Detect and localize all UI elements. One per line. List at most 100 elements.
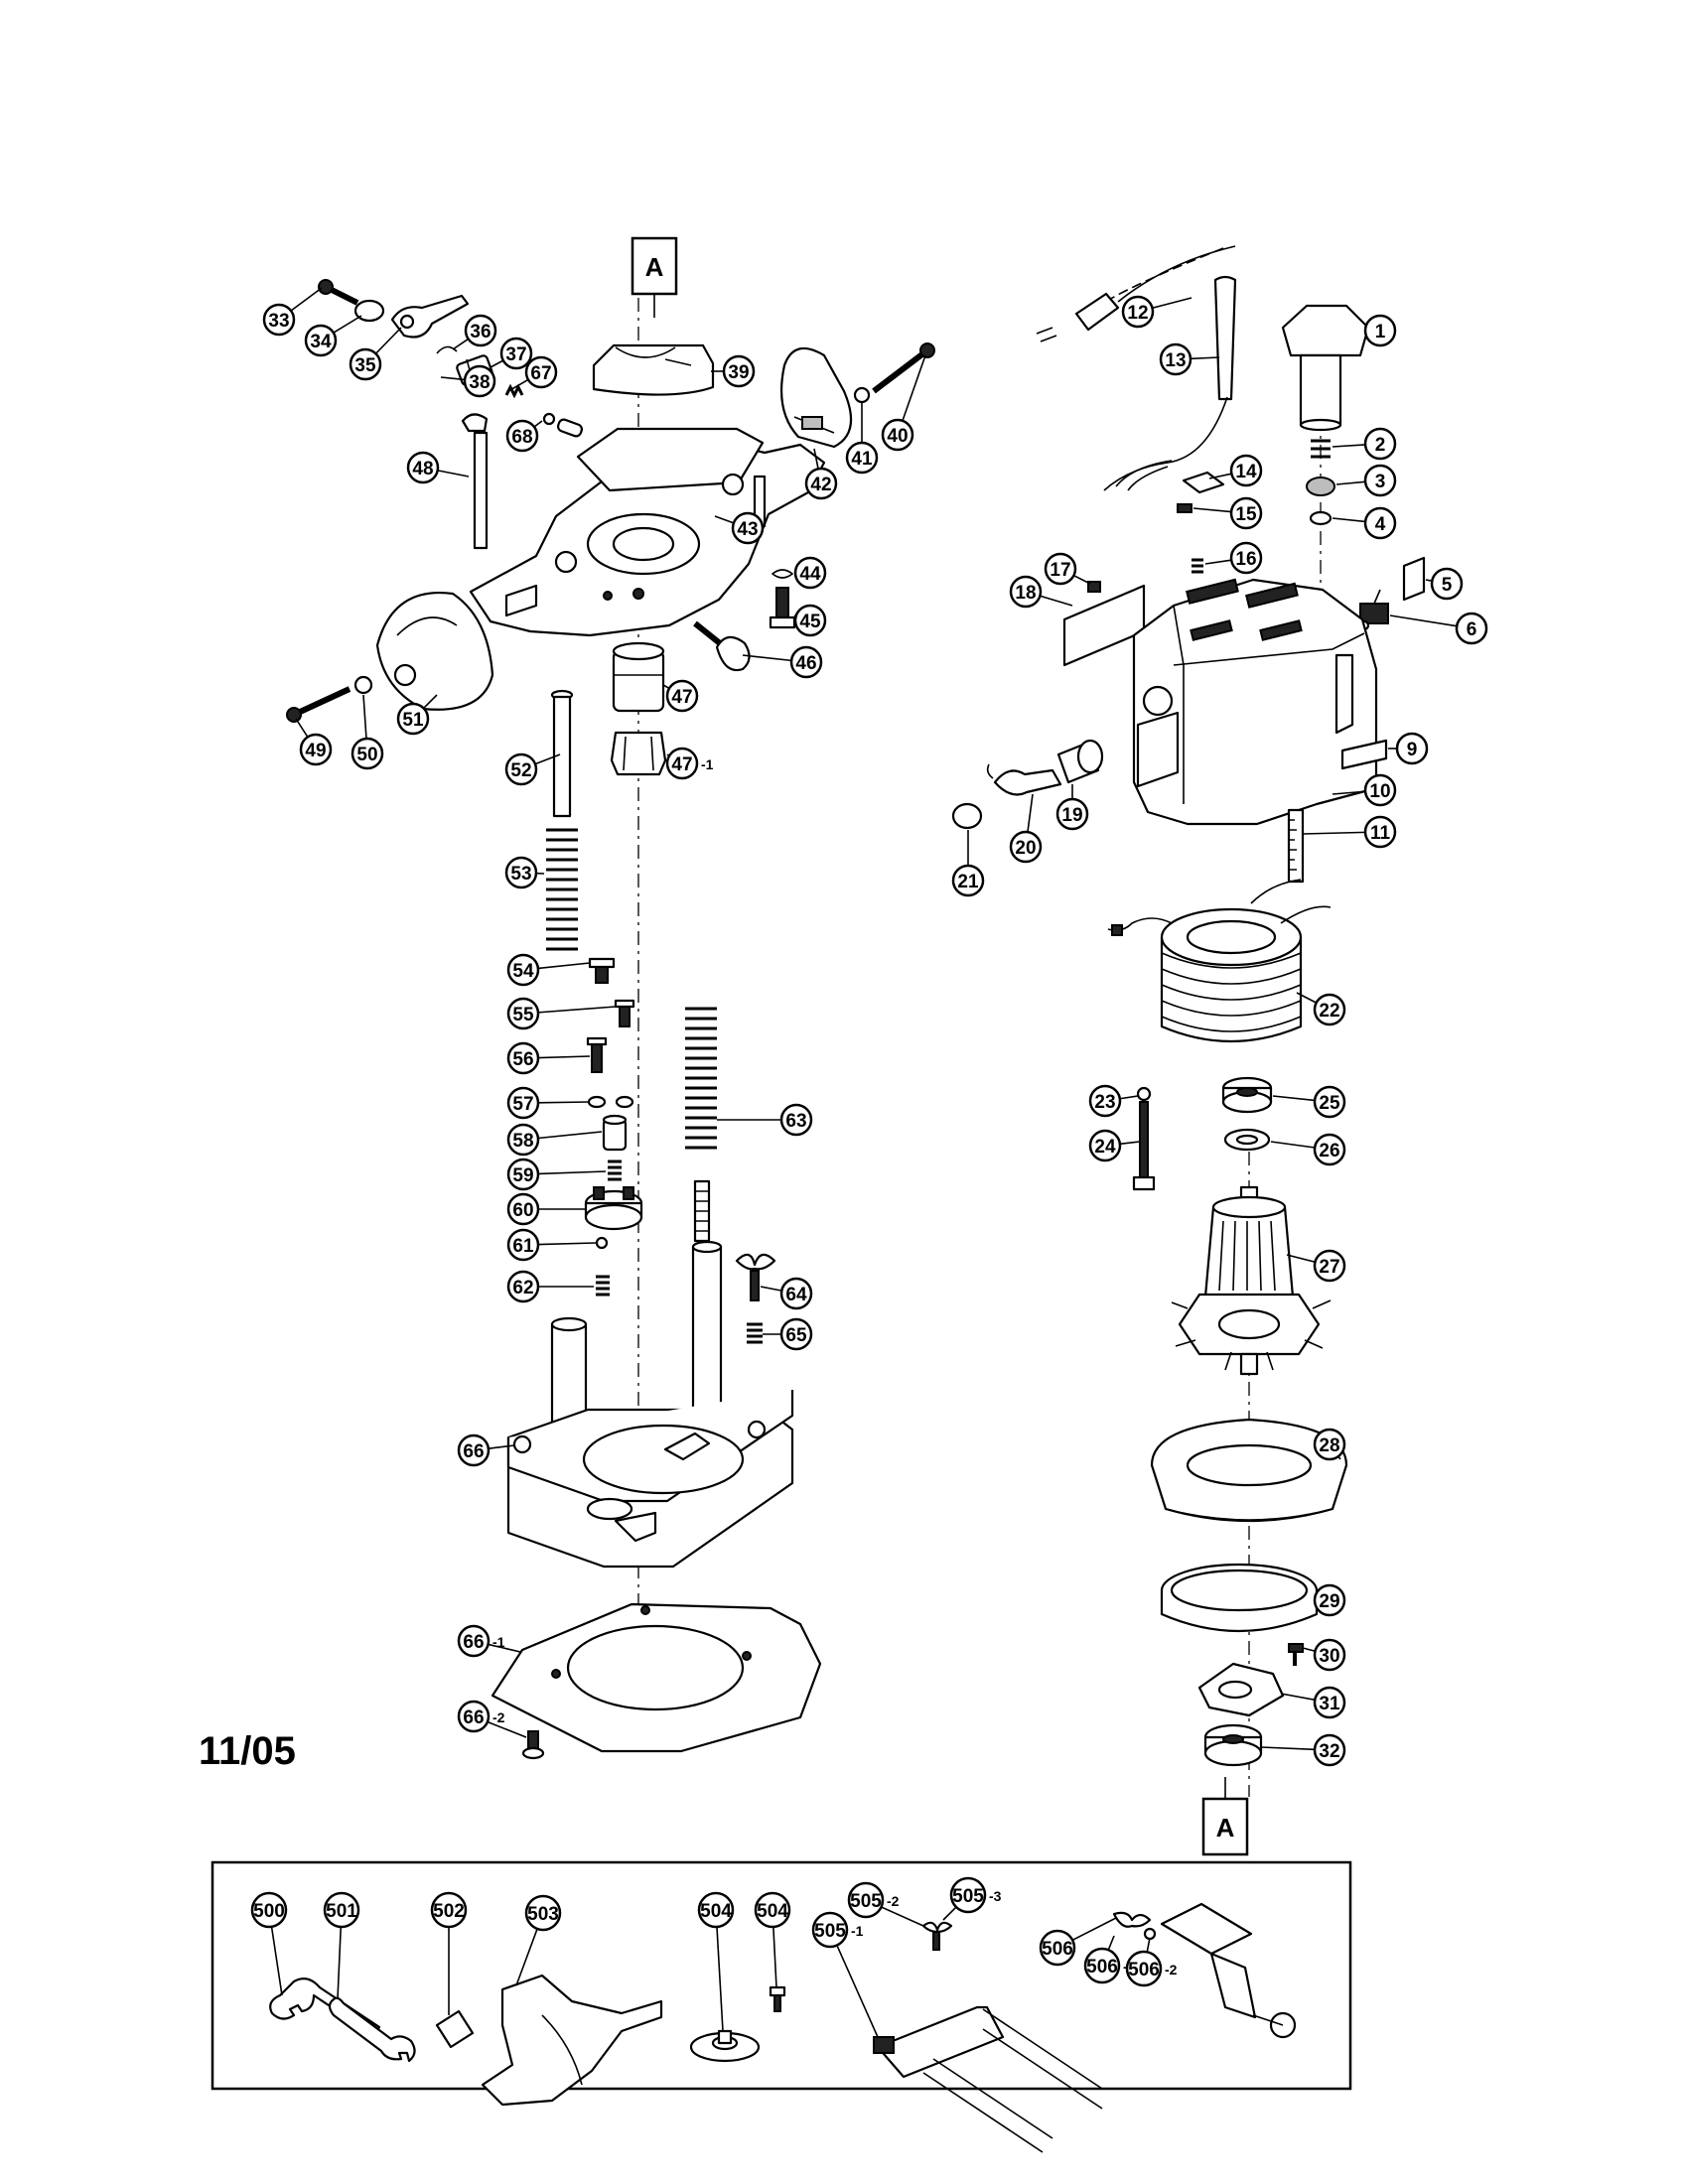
callout-leader [374, 327, 402, 354]
wrench-500 [269, 1977, 381, 2037]
callout-leader [1190, 356, 1220, 360]
power-cord-12 [1036, 245, 1236, 342]
callout-leader [537, 1055, 591, 1059]
date-code: 11/05 [199, 1729, 296, 1773]
callout-39: 39 [711, 354, 756, 388]
callout-number: 505 [952, 1886, 984, 1907]
callout-leader [1332, 790, 1366, 795]
callout-circle [1363, 464, 1397, 497]
callout-leader [537, 962, 591, 970]
spring-62 [596, 1275, 610, 1297]
callout-circle [1455, 612, 1488, 645]
callout-circle [1313, 1638, 1346, 1672]
label-9 [1340, 739, 1388, 770]
callout-37: 37 [490, 337, 533, 370]
callout-number: 506 [1042, 1939, 1073, 1960]
callout-circle [464, 314, 497, 347]
bearing-25 [1221, 1076, 1273, 1114]
callout-506-1: 506-1 [1083, 1935, 1136, 1984]
callout-circle [506, 1041, 540, 1075]
callout-circle [847, 1881, 885, 1919]
callout-circle [430, 1891, 468, 1929]
callout-circle [1009, 830, 1043, 864]
callout-circle [811, 1911, 849, 1949]
callout-leader [440, 376, 466, 381]
callout-number: 16 [1235, 549, 1256, 570]
callout-circle [1363, 773, 1397, 807]
callout-circle [457, 1624, 491, 1658]
callout-circle [506, 1086, 540, 1120]
callout-31: 31 [1280, 1686, 1346, 1719]
callout-number: 1 [1375, 322, 1386, 342]
callout-circle [1313, 993, 1346, 1026]
callout-leader [270, 1926, 283, 1996]
callout-suffix: -1 [701, 756, 714, 772]
callout-suffix: -2 [887, 1893, 900, 1909]
callout-leader [716, 1926, 724, 2032]
callout-number: 58 [512, 1131, 533, 1152]
callout-leader [902, 354, 926, 422]
callout-number: 40 [887, 426, 908, 447]
callout-number: 48 [412, 459, 433, 479]
callout-42: 42 [804, 448, 838, 500]
callout-circle [779, 1103, 813, 1137]
callout-25: 25 [1272, 1085, 1346, 1119]
callout-number: 49 [305, 741, 326, 761]
callout-circle [1430, 567, 1464, 601]
callout-circle [731, 511, 765, 545]
callout-circle [1395, 732, 1429, 765]
callout-20: 20 [1009, 793, 1043, 864]
callout-26: 26 [1270, 1133, 1346, 1166]
accessory-box [210, 1860, 1352, 2091]
callout-leader [1107, 1935, 1115, 1951]
washer-3 [1306, 477, 1335, 496]
straight-guide-505 [873, 2005, 1103, 2153]
callout-circle [524, 1894, 562, 1932]
callout-number: 504 [757, 1901, 788, 1922]
callout-66-1: 66-1 [457, 1624, 521, 1658]
callout-leader [1296, 992, 1318, 1004]
callout-circle [304, 324, 338, 357]
callout-circle [262, 303, 296, 337]
callout-48: 48 [406, 451, 470, 484]
callout-leader [1208, 473, 1232, 479]
reference-mark-a-top: A [631, 236, 678, 318]
screw-45 [769, 587, 796, 629]
callout-leader [488, 1444, 515, 1449]
callout-number: 61 [512, 1236, 534, 1257]
callout-33: 33 [262, 287, 323, 337]
callout-circle [951, 864, 985, 897]
callout-28: 28 [1313, 1428, 1346, 1461]
callout-leader [1270, 1141, 1316, 1149]
callout-503: 503 [515, 1894, 562, 1986]
washer-41 [853, 386, 871, 404]
callout-circle [299, 733, 333, 766]
callout-number: 66 [463, 1632, 484, 1653]
screw-15 [1177, 503, 1193, 513]
turret-60 [584, 1186, 643, 1231]
callout-circle [506, 1192, 540, 1226]
callout-64: 64 [760, 1277, 813, 1310]
callout-leader [452, 338, 470, 350]
spring-65 [747, 1322, 763, 1344]
callout-27: 27 [1286, 1249, 1346, 1283]
washer-57b [615, 1095, 634, 1109]
ball-61 [595, 1236, 609, 1250]
callout-circle [1088, 1129, 1122, 1162]
callout-number: 4 [1375, 514, 1386, 535]
callout-circle [1159, 342, 1193, 376]
wing-bolt-505-2 [921, 1921, 953, 1951]
callout-circle [1088, 1084, 1122, 1118]
callout-circle [1009, 575, 1043, 609]
callout-number: 41 [851, 449, 873, 470]
callout-circle [457, 1700, 491, 1733]
callout-number: 35 [354, 355, 376, 376]
motor-housing-10 [1132, 578, 1378, 826]
callout-38: 38 [440, 364, 496, 398]
screw-49 [286, 686, 351, 723]
callout-505-3: 505-3 [942, 1876, 1002, 1921]
callout-number: 38 [469, 372, 490, 393]
callout-65: 65 [763, 1317, 813, 1351]
callout-leader [487, 1720, 527, 1738]
threaded-rod-63 [693, 1179, 711, 1243]
